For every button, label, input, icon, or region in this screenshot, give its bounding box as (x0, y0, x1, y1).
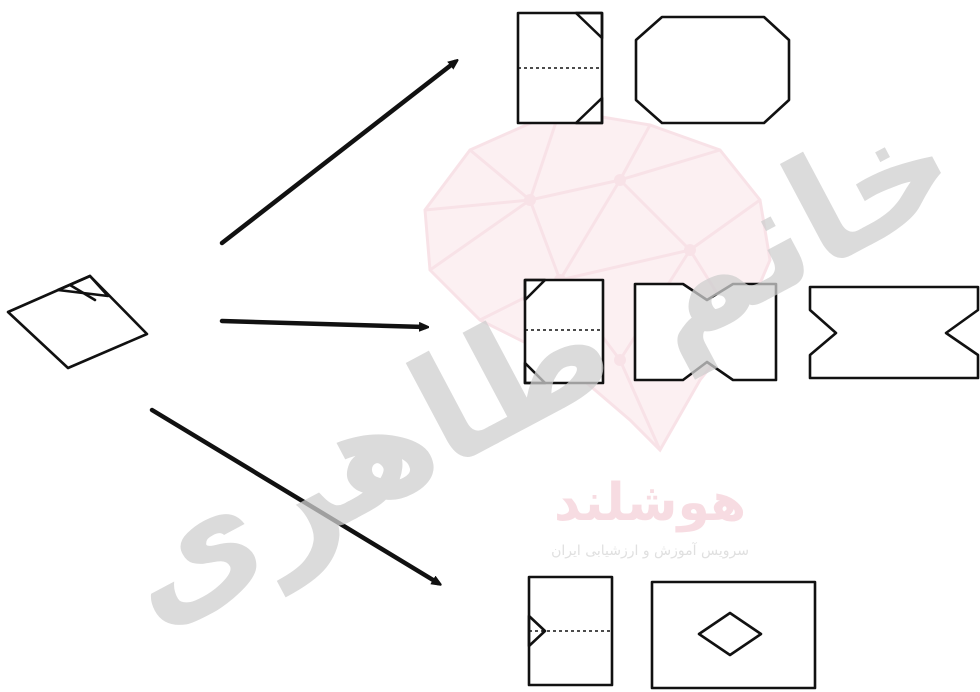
arrow-to-middle-result (222, 321, 425, 327)
top-unfolded-result (636, 17, 789, 123)
bottom-unfolded-result (652, 582, 815, 688)
brand-watermark-subtext: سرویس آموزش و ارزشیابی ایران (551, 542, 749, 559)
brand-watermark-text: هوشلند (554, 473, 746, 533)
top-folded-sheet (518, 13, 602, 123)
source-folded-paper (8, 276, 147, 368)
bottom-folded-sheet (529, 577, 612, 685)
arrow-to-top-result (222, 62, 455, 243)
